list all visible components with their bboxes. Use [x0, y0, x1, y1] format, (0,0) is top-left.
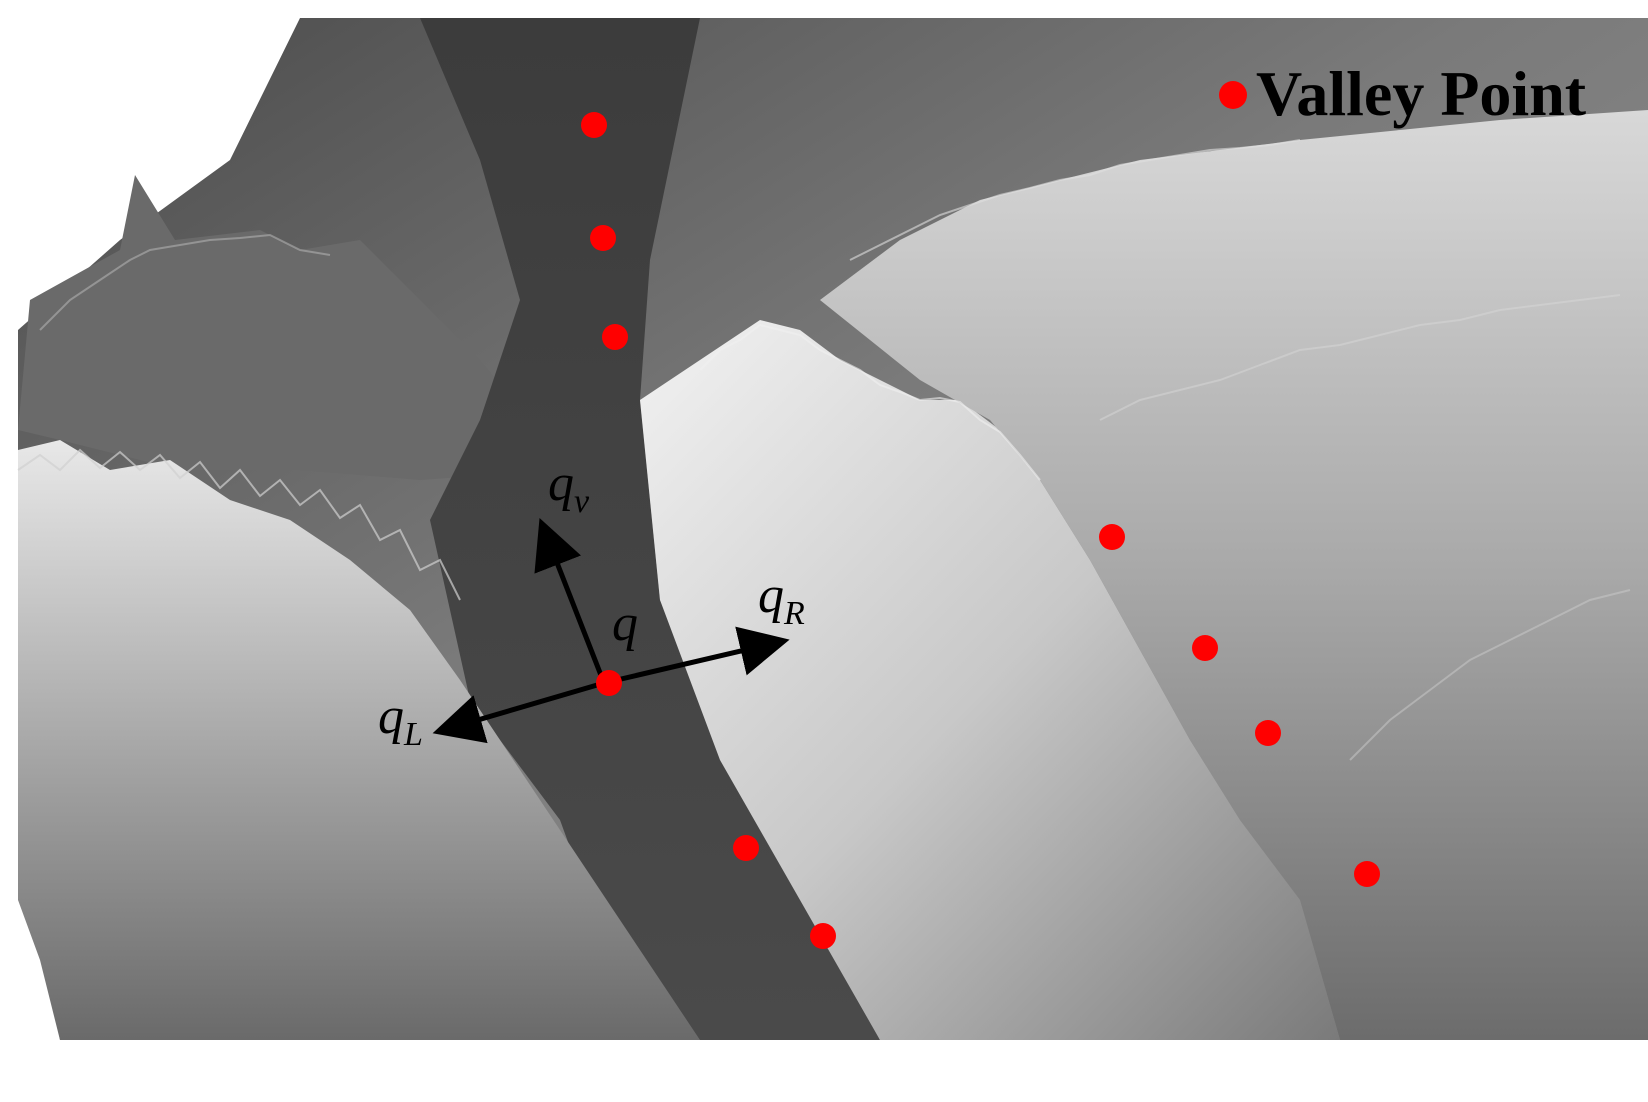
label-ql: qL: [378, 688, 423, 753]
valley-point: [1255, 720, 1281, 746]
valley-point: [590, 225, 616, 251]
ridge-texture-5: [1349, 589, 1631, 761]
ridge-center: [640, 320, 1340, 1040]
ridge-texture-6: [39, 233, 331, 331]
legend-marker: [1219, 81, 1247, 109]
ridge-texture-2: [699, 323, 1041, 481]
valley-point: [1192, 635, 1218, 661]
valley-points: [581, 112, 1380, 949]
ridge-upper-left: [18, 175, 560, 480]
valley-point: [602, 324, 628, 350]
valley-point: [1099, 524, 1125, 550]
ridge-lower-left: [18, 440, 700, 1040]
valley-point: [581, 112, 607, 138]
label-q: q: [612, 595, 638, 652]
vector-ql-arrow: [432, 680, 605, 744]
label-qv: qv: [548, 455, 590, 520]
vector-qv-arrow: [534, 518, 607, 684]
label-qr: qR: [758, 567, 805, 632]
ridge-texture-1: [17, 448, 461, 601]
valley-channel: [420, 18, 880, 1040]
valley-point: [810, 923, 836, 949]
legend: Valley Point: [1219, 58, 1587, 129]
ridge-texture-3: [849, 139, 1301, 261]
legend-label: Valley Point: [1256, 58, 1587, 129]
valley-point: [1354, 861, 1380, 887]
ridge-right: [820, 110, 1648, 1040]
ridge-texture-4: [1099, 294, 1621, 421]
vector-diagram: q qv qR qL: [378, 455, 805, 753]
vector-qr-arrow: [603, 626, 790, 686]
origin-point-q: [596, 670, 622, 696]
valley-point: [733, 835, 759, 861]
